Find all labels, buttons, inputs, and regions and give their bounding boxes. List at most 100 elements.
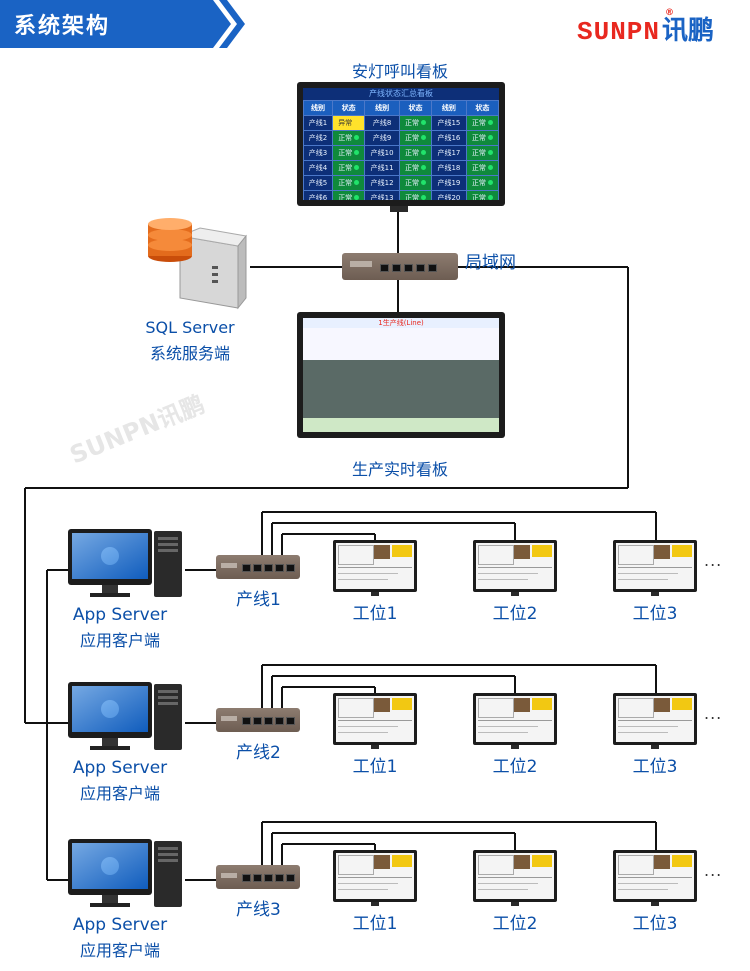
status-dot-icon: [421, 195, 427, 200]
andon-line-cell: 产线8: [364, 115, 400, 131]
more-stations: ...: [704, 551, 723, 570]
andon-line-cell: 产线12: [364, 175, 400, 191]
station-stand: [511, 902, 519, 906]
station-stand: [511, 592, 519, 596]
page-title: 系统架构: [14, 14, 111, 39]
production-board-label: 生产实时看板: [351, 460, 448, 479]
header-bar: [0, 0, 213, 48]
andon-line-text: 产线13: [370, 194, 394, 200]
line-label: 产线1: [236, 590, 281, 610]
app-server-label: App Server: [72, 915, 168, 935]
andon-status-text: 正常: [338, 164, 353, 172]
andon-status-cell: 正常: [332, 145, 366, 161]
andon-status-text: 正常: [405, 164, 420, 172]
andon-line-cell: 产线1: [303, 115, 334, 131]
network-switch-icon: [216, 865, 300, 889]
status-dot-icon: [354, 120, 360, 125]
status-dot-icon: [421, 165, 427, 170]
station-label: 工位2: [492, 914, 538, 934]
andon-line-text: 产线16: [437, 134, 461, 142]
andon-line-cell: 产线18: [431, 160, 467, 176]
station-terminal-icon: [613, 850, 697, 902]
station-terminal-icon: [333, 850, 417, 902]
status-dot-icon: [354, 165, 360, 170]
andon-status-text: 正常: [405, 179, 420, 187]
station-terminal-icon: [613, 540, 697, 592]
andon-status-text: 正常: [338, 134, 353, 142]
andon-line-text: 产线19: [437, 179, 461, 187]
andon-status-cell: 正常: [465, 175, 499, 191]
production-board-title: 1生产线(Line): [303, 318, 499, 328]
brand-cn: 讯鹏: [662, 16, 715, 46]
andon-status-cell: 正常: [465, 160, 499, 176]
station-terminal-icon: [473, 850, 557, 902]
network-switch-icon: [216, 708, 300, 732]
andon-header-cell: 线别: [364, 100, 400, 116]
andon-status-text: 正常: [471, 149, 486, 157]
andon-line-cell: 产线15: [431, 115, 467, 131]
andon-line-cell: 产线11: [364, 160, 400, 176]
status-dot-icon: [487, 135, 493, 140]
andon-line-cell: 产线4: [303, 160, 334, 176]
brand-en: SUNPN: [577, 17, 661, 47]
status-dot-icon: [421, 120, 427, 125]
andon-line-text: 产线15: [437, 119, 461, 127]
lan-label: 局域网: [465, 253, 516, 273]
andon-line-text: 产线9: [372, 134, 392, 142]
station-label: 工位3: [632, 914, 678, 934]
station-label: 工位3: [632, 604, 678, 624]
app-server-sub: 应用客户端: [79, 631, 160, 650]
andon-line-cell: 产线3: [303, 145, 334, 161]
andon-header-cell: 状态: [465, 100, 499, 116]
status-dot-icon: [487, 150, 493, 155]
sql-server-label: SQL Server: [145, 318, 235, 337]
andon-status-text: 正常: [471, 119, 486, 127]
desktop-pc-icon: [68, 682, 182, 750]
andon-line-text: 产线1: [308, 119, 328, 127]
andon-status-cell: 正常: [398, 115, 433, 131]
station-label: 工位1: [352, 604, 398, 624]
andon-line-cell: 产线2: [303, 130, 334, 146]
andon-line-cell: 产线9: [364, 130, 400, 146]
andon-status-cell: 正常: [332, 130, 366, 146]
andon-line-cell: 产线10: [364, 145, 400, 161]
andon-status-text: 正常: [471, 134, 486, 142]
andon-line-text: 产线12: [370, 179, 394, 187]
andon-line-text: 产线6: [308, 194, 328, 200]
andon-line-text: 产线4: [308, 164, 328, 172]
brand-reg: ®: [665, 8, 674, 18]
status-dot-icon: [421, 180, 427, 185]
status-dot-icon: [487, 180, 493, 185]
andon-stand: [390, 206, 408, 212]
sql-server-sub: 系统服务端: [149, 344, 230, 363]
andon-header-cell: 状态: [332, 100, 366, 116]
andon-status-text: 正常: [471, 164, 486, 172]
status-dot-icon: [354, 150, 360, 155]
andon-line-text: 产线8: [372, 119, 392, 127]
andon-status-cell: 正常: [465, 145, 499, 161]
andon-status-cell: 正常: [398, 145, 433, 161]
lan-router: [342, 253, 458, 280]
andon-status-cell: 正常: [398, 130, 433, 146]
andon-line-text: 产线18: [437, 164, 461, 172]
andon-status-cell: 正常: [398, 160, 433, 176]
andon-status-text: 正常: [405, 149, 420, 157]
station-label: 工位2: [492, 757, 538, 777]
andon-line-cell: 产线5: [303, 175, 334, 191]
station-terminal-icon: [613, 693, 697, 745]
status-dot-icon: [421, 135, 427, 140]
status-dot-icon: [421, 150, 427, 155]
header-chevron-icon: [195, 0, 245, 48]
andon-status-cell: 正常: [465, 190, 499, 200]
andon-status-cell: 正常: [465, 115, 499, 131]
andon-status-cell: 正常: [332, 175, 366, 191]
andon-status-cell: 正常: [332, 190, 366, 200]
andon-status-text: 正常: [471, 194, 486, 200]
andon-header-cell: 状态: [398, 100, 433, 116]
station-terminal-icon: [473, 693, 557, 745]
station-label: 工位2: [492, 604, 538, 624]
